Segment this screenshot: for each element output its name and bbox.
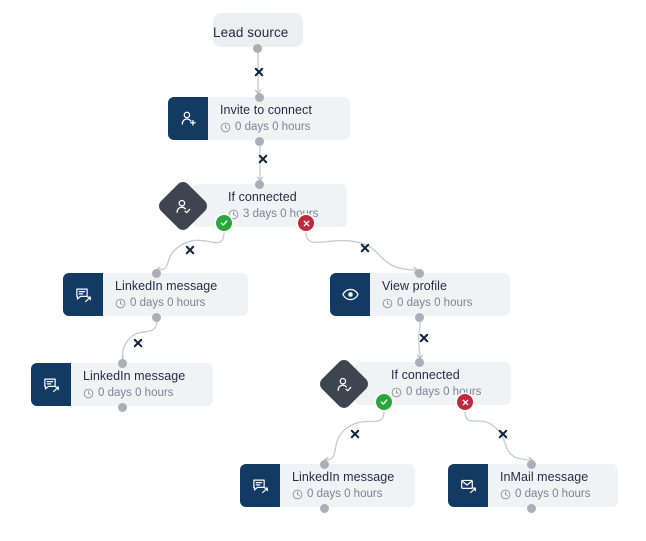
node-body: If connected 3 days 0 hours	[216, 184, 347, 227]
delete-edge-linkedin1-linkedin2[interactable]	[131, 336, 144, 349]
badge-yes-if-connected-1[interactable]	[216, 215, 232, 231]
node-title: If connected	[391, 368, 460, 382]
chat-arrow-icon	[240, 464, 280, 507]
node-title: View profile	[382, 279, 447, 293]
eye-icon	[330, 273, 370, 316]
port-out-linkedin-message-3[interactable]	[320, 504, 329, 513]
close-icon	[360, 243, 369, 252]
close-icon	[350, 429, 359, 438]
node-lead-source[interactable]: Lead source	[213, 13, 303, 47]
node-delay: 0 days 0 hours	[115, 296, 240, 310]
chat-arrow-icon	[31, 363, 71, 406]
node-delay: 0 days 0 hours	[500, 487, 610, 501]
clock-icon	[228, 209, 239, 220]
node-title: Lead source	[213, 25, 289, 40]
node-title: LinkedIn message	[83, 369, 186, 383]
port-out-lead-source[interactable]	[253, 44, 262, 53]
clock-icon	[391, 387, 402, 398]
envelope-arrow-icon	[448, 464, 488, 507]
port-in-invite-to-connect[interactable]	[255, 93, 264, 102]
node-title: LinkedIn message	[115, 279, 218, 293]
node-delay-text: 0 days 0 hours	[397, 297, 473, 309]
port-in-inmail-message[interactable]	[527, 460, 536, 469]
node-view-profile[interactable]: View profile 0 days 0 hours	[330, 273, 510, 316]
close-icon	[303, 220, 309, 226]
person-check-icon	[174, 197, 193, 216]
close-icon	[419, 333, 428, 342]
node-title: If connected	[228, 190, 297, 204]
node-delay: 0 days 0 hours	[83, 386, 205, 400]
port-in-linkedin-message-1[interactable]	[152, 269, 161, 278]
delete-edge-lead-invite[interactable]	[252, 65, 265, 78]
check-icon	[220, 220, 228, 226]
node-title: Invite to connect	[220, 103, 312, 117]
node-linkedin-message-3[interactable]: LinkedIn message 0 days 0 hours	[240, 464, 415, 507]
node-delay: 0 days 0 hours	[391, 385, 503, 399]
clock-icon	[115, 298, 126, 309]
close-icon	[254, 67, 263, 76]
clock-icon	[382, 298, 393, 309]
badge-yes-if-connected-2[interactable]	[376, 394, 392, 410]
port-in-linkedin-message-3[interactable]	[320, 460, 329, 469]
delete-edge-if1-linkedin1[interactable]	[183, 243, 196, 256]
badge-no-if-connected-1[interactable]	[298, 215, 314, 231]
node-title: LinkedIn message	[292, 470, 395, 484]
node-body: If connected 0 days 0 hours	[379, 362, 511, 405]
delete-edge-if1-view[interactable]	[358, 241, 371, 254]
delete-edge-if2-inmail[interactable]	[496, 427, 509, 440]
close-icon	[185, 245, 194, 254]
node-linkedin-message-1[interactable]: LinkedIn message 0 days 0 hours	[63, 273, 248, 316]
port-in-if-connected-2[interactable]	[415, 358, 424, 367]
delete-edge-view-if2[interactable]	[417, 331, 430, 344]
port-out-invite-to-connect[interactable]	[255, 137, 264, 146]
port-in-linkedin-message-2[interactable]	[118, 359, 127, 368]
port-out-view-profile[interactable]	[415, 313, 424, 322]
node-delay-text: 0 days 0 hours	[98, 387, 174, 399]
check-icon	[380, 399, 388, 405]
node-inmail-message[interactable]: InMail message 0 days 0 hours	[448, 464, 618, 507]
port-out-linkedin-message-1[interactable]	[152, 313, 161, 322]
node-delay: 0 days 0 hours	[220, 120, 342, 134]
node-body: LinkedIn message 0 days 0 hours	[71, 363, 213, 406]
node-body: LinkedIn message 0 days 0 hours	[280, 464, 415, 507]
node-delay: 0 days 0 hours	[382, 296, 502, 310]
close-icon	[462, 399, 468, 405]
person-check-icon	[335, 375, 354, 394]
port-in-if-connected-1[interactable]	[255, 180, 264, 189]
node-delay: 0 days 0 hours	[292, 487, 407, 501]
clock-icon	[83, 388, 94, 399]
delete-edge-invite-if1[interactable]	[256, 152, 269, 165]
chat-arrow-icon	[63, 273, 103, 316]
close-icon	[258, 154, 267, 163]
node-delay-text: 0 days 0 hours	[307, 488, 383, 500]
port-in-view-profile[interactable]	[415, 269, 424, 278]
node-delay-text: 0 days 0 hours	[235, 121, 311, 133]
node-title: InMail message	[500, 470, 589, 484]
node-body: Invite to connect 0 days 0 hours	[208, 97, 350, 140]
clock-icon	[220, 122, 231, 133]
condition-diamond-2[interactable]	[317, 357, 371, 411]
node-body: View profile 0 days 0 hours	[370, 273, 510, 316]
badge-no-if-connected-2[interactable]	[457, 394, 473, 410]
node-body: InMail message 0 days 0 hours	[488, 464, 618, 507]
condition-diamond-1[interactable]	[156, 179, 210, 233]
node-invite-to-connect[interactable]: Invite to connect 0 days 0 hours	[168, 97, 350, 140]
port-out-inmail-message[interactable]	[527, 504, 536, 513]
clock-icon	[292, 489, 303, 500]
node-linkedin-message-2[interactable]: LinkedIn message 0 days 0 hours	[31, 363, 213, 406]
clock-icon	[500, 489, 511, 500]
delete-edge-if2-linkedin3[interactable]	[348, 427, 361, 440]
close-icon	[133, 338, 142, 347]
node-delay-text: 0 days 0 hours	[130, 297, 206, 309]
port-out-linkedin-message-2[interactable]	[118, 403, 127, 412]
node-body: LinkedIn message 0 days 0 hours	[103, 273, 248, 316]
close-icon	[498, 429, 507, 438]
person-add-icon	[168, 97, 208, 140]
node-delay-text: 0 days 0 hours	[515, 488, 591, 500]
node-delay: 3 days 0 hours	[228, 207, 339, 221]
